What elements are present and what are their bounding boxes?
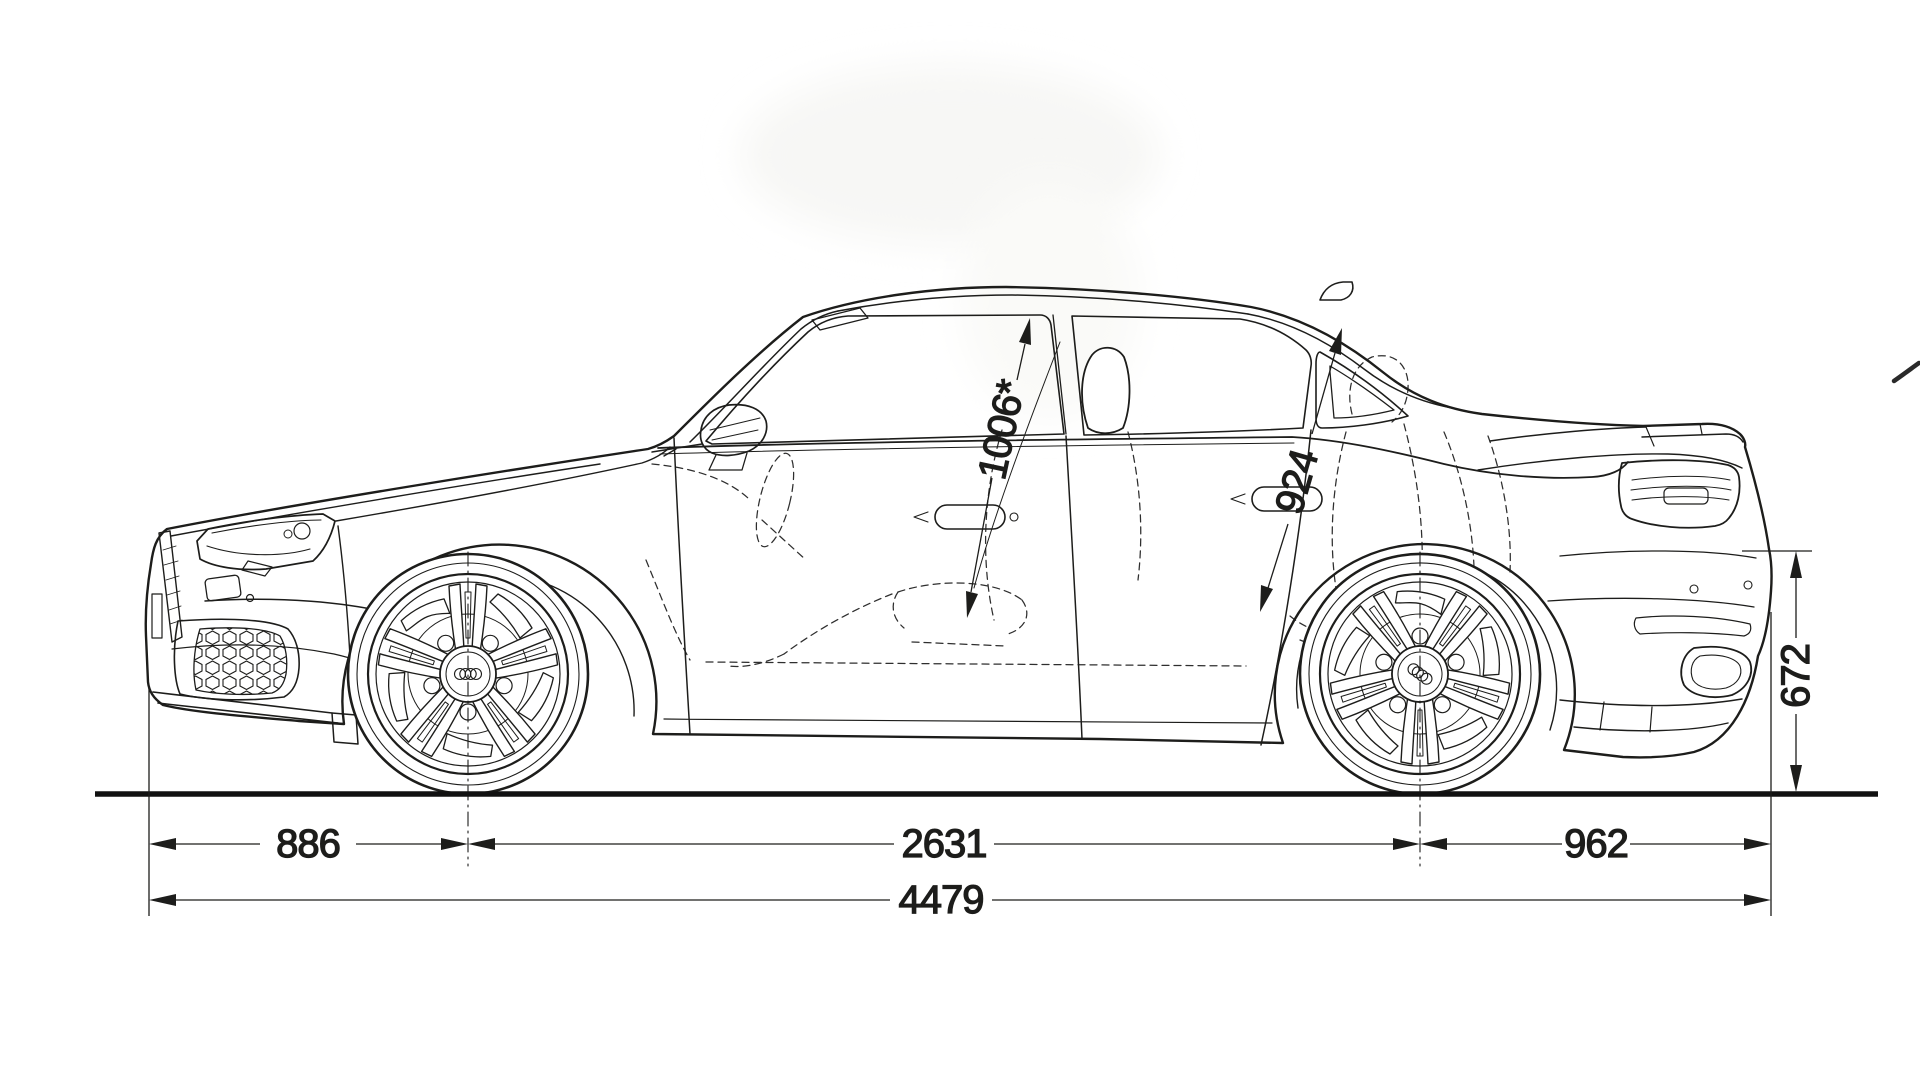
steering-column <box>761 519 807 561</box>
rear-door-handle <box>1251 486 1323 512</box>
arrowhead-icon <box>1393 838 1420 850</box>
dimension-overall-length: 4479 <box>149 877 1771 923</box>
rear-height-value: 672 <box>1774 644 1818 708</box>
overall-length-value: 4479 <box>899 878 984 922</box>
occupant-leg-line <box>783 593 893 655</box>
car-line-art <box>144 281 1773 867</box>
shark-fin-antenna <box>1319 281 1354 301</box>
taillight <box>1617 459 1741 529</box>
front-seat-base <box>911 641 1007 647</box>
front-sensor <box>245 593 255 603</box>
sill-lines <box>663 718 1273 724</box>
rear-headrest-hidden <box>1349 355 1409 423</box>
trunk-spoiler <box>1477 423 1744 471</box>
front-seatback <box>984 429 1003 621</box>
door-handles <box>913 486 1323 530</box>
beltline <box>657 436 1629 479</box>
arrowhead-icon <box>1260 585 1273 612</box>
quarter-window-inner <box>1329 365 1395 419</box>
b-pillar-line <box>1052 314 1067 435</box>
front-door-handle <box>934 504 1006 530</box>
arrowhead-icon <box>441 838 468 850</box>
arrowhead-icon <box>1019 318 1031 345</box>
front-badge <box>204 574 242 602</box>
front-splitter <box>152 691 359 745</box>
trunk-hidden-line-2 <box>1487 435 1511 573</box>
rear-bumper-details <box>1547 550 1757 637</box>
front-headrest <box>1081 346 1131 435</box>
car-body-outline <box>144 285 1773 759</box>
parking-sensor <box>1743 580 1753 590</box>
front-cushion-front <box>1007 599 1028 635</box>
arrowhead-icon <box>1790 551 1802 578</box>
dimension-rear-height: 672 <box>1773 551 1819 792</box>
side-mirror <box>699 403 768 471</box>
sun-visor <box>811 307 869 331</box>
front-intake <box>173 618 300 701</box>
arrowhead-icon <box>966 591 978 618</box>
arrowhead-icon <box>1744 894 1771 906</box>
wheel-centerlines <box>467 551 1421 867</box>
rear-overhang-value: 962 <box>1564 822 1628 866</box>
front-grille-edge <box>151 530 183 643</box>
front-handle-lock <box>1009 512 1019 522</box>
reflector-slot <box>1633 615 1752 637</box>
arrowhead-icon <box>149 894 176 906</box>
floor-line <box>705 661 1247 667</box>
front-overhang-value: 886 <box>276 822 340 866</box>
headlight <box>196 513 336 577</box>
dashboard-line <box>651 463 749 499</box>
quarter-window <box>1315 351 1409 429</box>
tow-eye-cover <box>151 593 163 639</box>
exhaust-tip <box>1680 645 1753 698</box>
arrowhead-icon <box>1329 328 1342 355</box>
seatbelt-line <box>973 341 1061 589</box>
door-cut-lines <box>673 429 1312 746</box>
parking-sensor <box>1689 584 1699 594</box>
front-seat-frame <box>1127 431 1142 581</box>
arrowhead-icon <box>1790 765 1802 792</box>
windows <box>705 314 1409 445</box>
dimension-rear-overhang: 962 <box>1420 821 1771 867</box>
dimension-front-overhang: 886 <box>149 821 468 867</box>
front-door-window <box>705 314 1065 445</box>
arrowhead-icon <box>1420 838 1447 850</box>
diffuser-exhaust <box>1559 645 1753 733</box>
reverse-lamp <box>1663 487 1709 505</box>
occupant-foot-line <box>727 653 785 668</box>
dimension-wheelbase: 2631 <box>468 821 1420 867</box>
arrowhead-icon <box>468 838 495 850</box>
front-interior-height-value: 1006* <box>970 376 1034 483</box>
arrowhead-icon <box>1744 838 1771 850</box>
arrowhead-icon <box>149 838 176 850</box>
front-cushion-back <box>892 591 905 629</box>
steering-wheel-hidden <box>755 452 795 548</box>
dimension-rear-interior-height: 924 <box>1260 328 1342 612</box>
stray-stroke <box>1891 360 1920 384</box>
wheelbase-value: 2631 <box>902 822 987 866</box>
glasshouse-lines <box>689 294 1453 443</box>
rear-door-window <box>1071 315 1313 436</box>
front-cushion-top <box>897 582 1023 601</box>
dimension-annotations: 886 2631 962 4479 <box>148 318 1819 923</box>
honeycomb-mesh <box>193 627 287 695</box>
